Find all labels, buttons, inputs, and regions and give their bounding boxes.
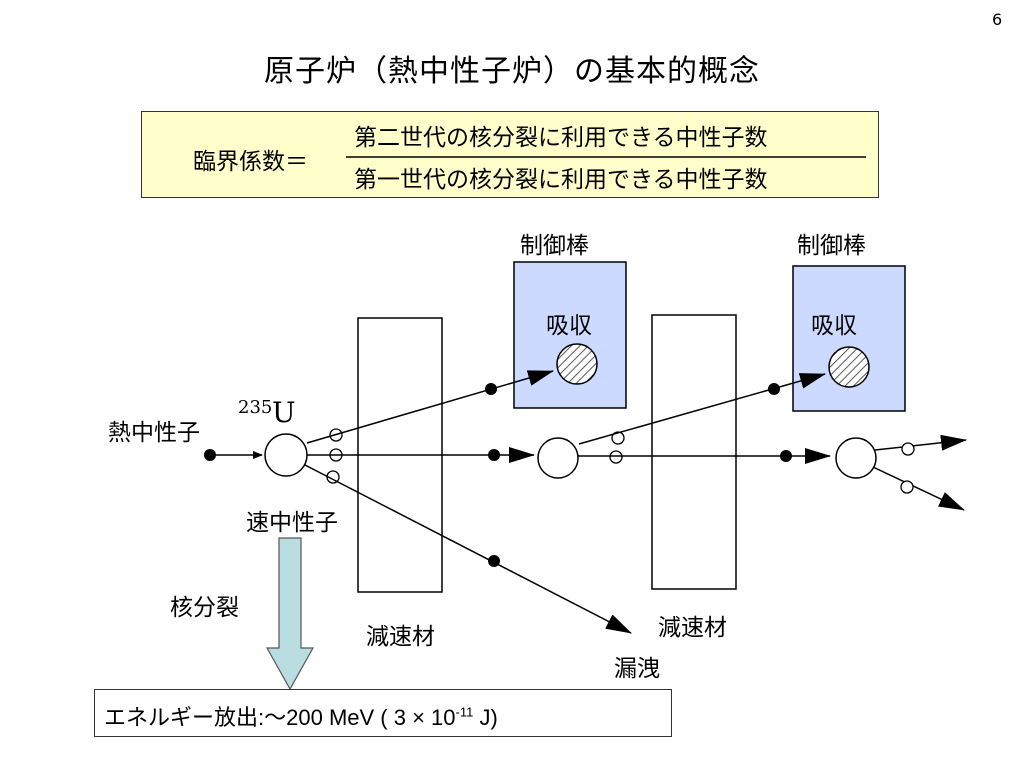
fast-neutron-label: 速中性子 — [246, 510, 338, 536]
moderator-2 — [651, 314, 737, 590]
formula-label: 臨界係数＝ — [193, 149, 308, 175]
absorbing-nucleus-2 — [828, 346, 870, 388]
energy-release-colon: : — [258, 705, 265, 730]
absorption-label-2: 吸収 — [811, 313, 857, 339]
page-number: 6 — [992, 10, 1003, 29]
fast-neutron-5 — [609, 450, 623, 464]
formula-denominator: 第一世代の核分裂に利用できる中性子数 — [354, 167, 768, 193]
control-rod-label-2: 制御棒 — [797, 233, 866, 259]
formula-numerator: 第二世代の核分裂に利用できる中性子数 — [354, 125, 768, 151]
fast-neutron-7 — [900, 480, 914, 494]
fast-neutron-4 — [611, 431, 625, 445]
uranium-symbol: U — [272, 396, 296, 429]
thermal-neutron-dot — [488, 555, 500, 567]
fast-neutron-6 — [901, 442, 915, 456]
thermal-neutron-label: 熱中性子 — [108, 420, 200, 446]
uranium-mass-number: 235 — [238, 397, 273, 418]
outgoing-neutron-arrow — [874, 434, 967, 451]
energy-release-exponent: -11 — [455, 704, 474, 720]
absorbing-nucleus-1 — [556, 343, 598, 385]
control-rod-label-1: 制御棒 — [520, 233, 589, 259]
leakage-label: 漏洩 — [614, 656, 660, 682]
path-to-leakage — [304, 464, 632, 634]
thermal-neutron-dot — [780, 450, 792, 462]
path-to-absorption-1 — [306, 370, 554, 444]
energy-release-box — [94, 689, 672, 737]
energy-release-text: エネルギー放出:～200 MeV ( 3 × 10-11 J) — [104, 700, 498, 732]
uranium-nucleus — [264, 433, 308, 477]
page-title: 原子炉（熱中性子炉）の基本的概念 — [264, 54, 760, 89]
moderator-label-2: 減速材 — [658, 615, 727, 641]
absorption-label-1: 吸収 — [546, 313, 592, 339]
moderator-label-1: 減速材 — [366, 624, 435, 650]
path-to-absorption-2 — [578, 373, 826, 445]
fission-label: 核分裂 — [170, 595, 239, 621]
energy-release-value: ～200 MeV ( 3 × 10 — [264, 705, 456, 730]
thermal-neutron-dot — [768, 383, 780, 395]
second-nucleus — [537, 437, 579, 479]
energy-release-label: エネルギー放出 — [104, 705, 259, 730]
third-nucleus — [835, 437, 877, 479]
fission-arrow — [265, 537, 315, 691]
thermal-neutron-dot — [485, 383, 497, 395]
formula-box — [141, 111, 879, 198]
thermal-neutron-dot — [204, 449, 216, 461]
outgoing-neutron-arrow — [872, 466, 965, 511]
thermal-neutron-dot — [488, 449, 500, 461]
energy-release-suffix: J) — [473, 705, 498, 730]
